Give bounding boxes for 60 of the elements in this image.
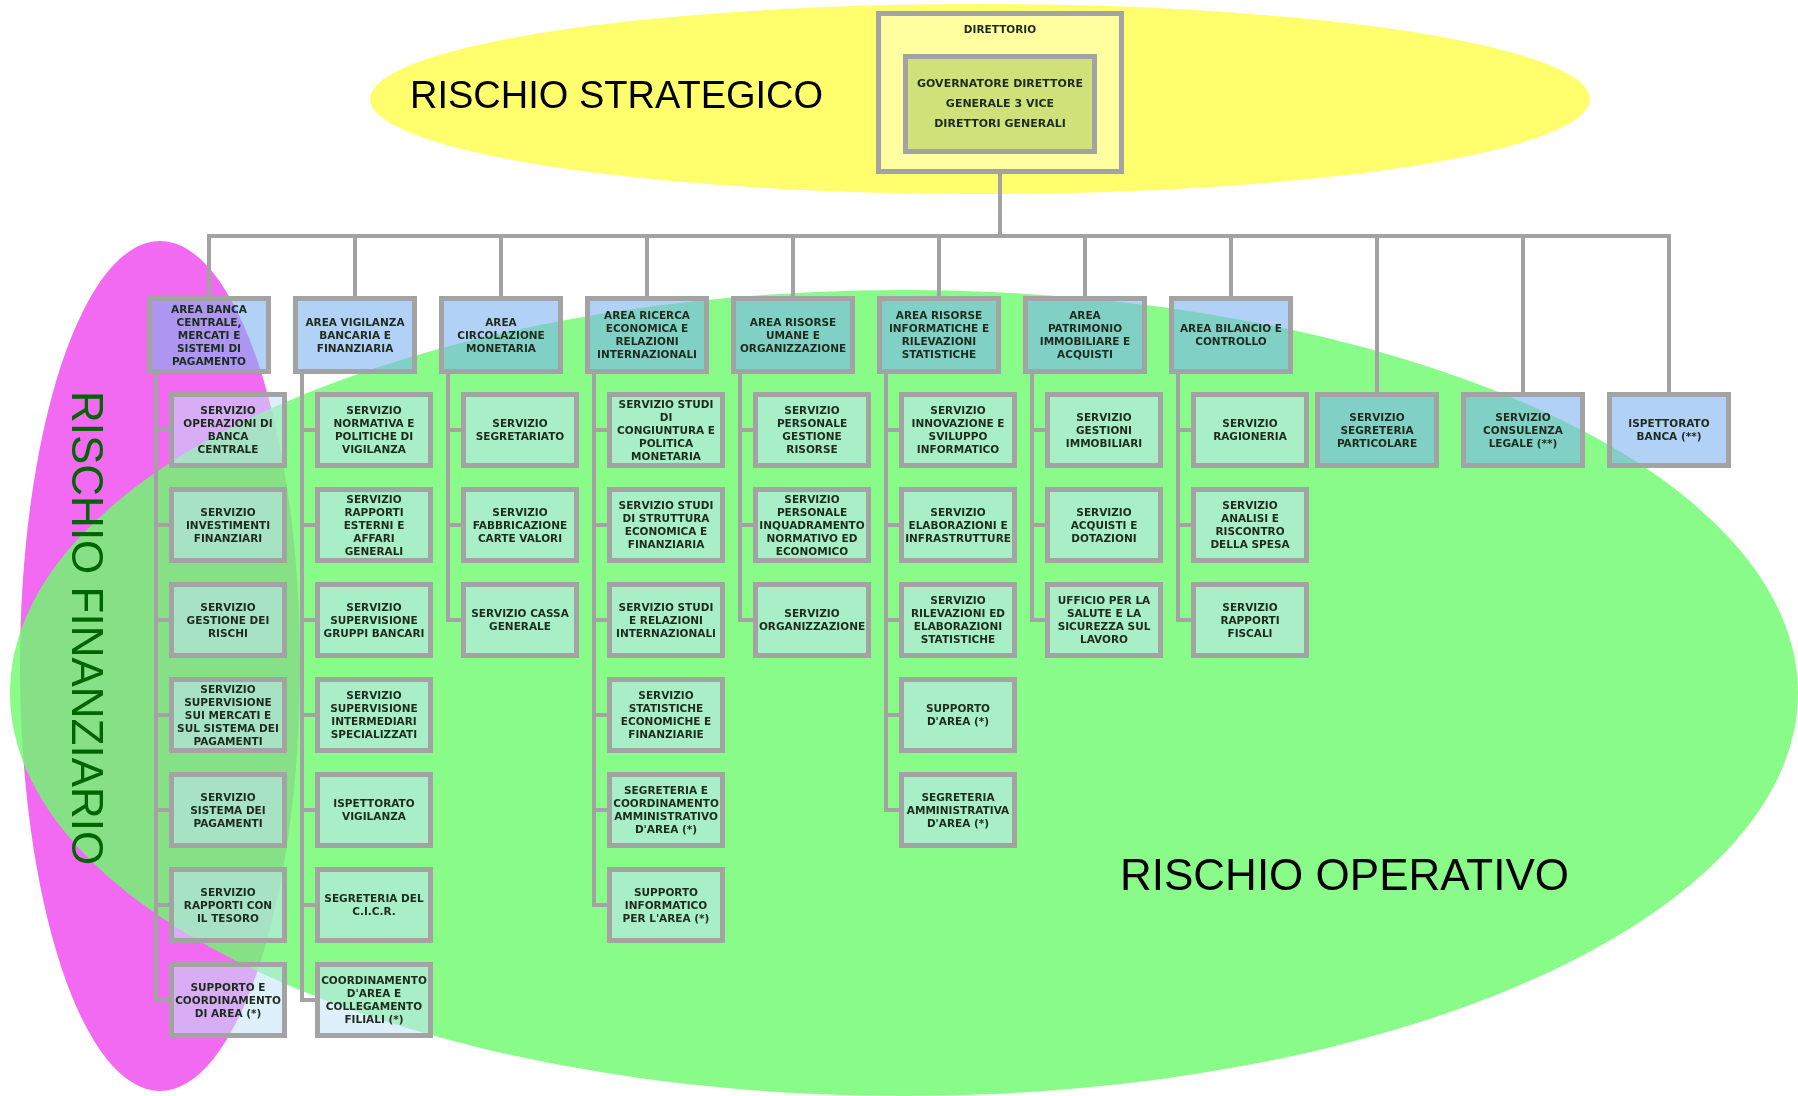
office-box: SERVIZIO ANALISI E RISCONTRO DELLA SPESA [1191,487,1309,563]
office-box: SERVIZIO STATISTICHE ECONOMICHE E FINANZIARIE [607,677,725,753]
leadership-box: GOVERNATORE DIRETTORE GENERALE 3 VICE DIRETTORI GENERALI [903,54,1097,154]
connector-line [1030,374,1045,622]
office-box: SEGRETERIA AMMINISTRATIVA D'AREA (*) [899,772,1017,848]
office-box: SUPPORTO D'AREA (*) [899,677,1017,753]
office-box: SERVIZIO SISTEMA DEI PAGAMENTI [169,772,287,848]
connector-line [446,374,461,622]
office-box: SUPPORTO INFORMATICO PER L'AREA (*) [607,867,725,943]
office-box: SERVIZIO ACQUISTI E DOTAZIONI [1045,487,1163,563]
office-box: SEGRETERIA E COORDINAMENTO AMMINISTRATIVO D'AREA (*) [607,772,725,848]
office-box: SERVIZIO SEGRETARIATO [461,392,579,468]
office-box: SERVIZIO RAPPORTI ESTERNI E AFFARI GENERALI [315,487,433,563]
office-box: COORDINAMENTO D'AREA E COLLEGAMENTO FILIALI (*) [315,962,433,1038]
office-box: SERVIZIO CASSA GENERALE [461,582,579,658]
department-box: AREA PATRIMONIO IMMOBILIARE E ACQUISTI [1023,296,1147,374]
office-box: ISPETTORATO BANCA (**) [1607,392,1731,468]
office-box: ISPETTORATO VIGILANZA [315,772,433,848]
risk-label: RISCHIO FINANZIARIO [62,391,112,866]
office-box: SERVIZIO INNOVAZIONE E SVILUPPO INFORMATICO [899,392,1017,468]
office-box: SERVIZIO PERSONALE GESTIONE RISORSE [753,392,871,468]
office-box: SERVIZIO SUPERVISIONE INTERMEDIARI SPECIALIZZATI [315,677,433,753]
office-box: SERVIZIO SUPERVISIONE GRUPPI BANCARI [315,582,433,658]
connector-line [884,374,899,812]
office-box: SERVIZIO SUPERVISIONE SUI MERCATI E SUL SISTEMA DEI PAGAMENTI [169,677,287,753]
office-box: SERVIZIO RAPPORTI CON IL TESORO [169,867,287,943]
department-box: AREA RICERCA ECONOMICA E RELAZIONI INTERNAZIONALI [585,296,709,374]
office-box: SERVIZIO RAPPORTI FISCALI [1191,582,1309,658]
office-box: SERVIZIO FABBRICAZIONE CARTE VALORI [461,487,579,563]
office-box: SERVIZIO STUDI DI CONGIUNTURA E POLITICA MONETARIA [607,392,725,468]
office-box: SERVIZIO ELABORAZIONI E INFRASTRUTTURE [899,487,1017,563]
office-box: SERVIZIO GESTIONI IMMOBILIARI [1045,392,1163,468]
office-box: SERVIZIO GESTIONE DEI RISCHI [169,582,287,658]
office-box: SERVIZIO CONSULENZA LEGALE (**) [1461,392,1585,468]
connector-line [738,374,753,622]
office-box: SUPPORTO E COORDINAMENTO DI AREA (*) [169,962,287,1038]
office-box: SERVIZIO RAGIONERIA [1191,392,1309,468]
office-box: SERVIZIO STUDI DI STRUTTURA ECONOMICA E FINANZIARIA [607,487,725,563]
office-box: SERVIZIO RILEVAZIONI ED ELABORAZIONI STATISTICHE [899,582,1017,658]
department-box: AREA BANCA CENTRALE, MERCATI E SISTEMI DI PAGAMENTO [147,296,271,374]
office-box: SERVIZIO PERSONALE INQUADRAMENTO NORMATIVO ED ECONOMICO [753,487,871,563]
office-box: SERVIZIO NORMATIVA E POLITICHE DI VIGILANZA [315,392,433,468]
risk-label: RISCHIO OPERATIVO [1120,850,1570,900]
department-box: AREA CIRCOLAZIONE MONETARIA [439,296,563,374]
office-box: SERVIZIO SEGRETERIA PARTICOLARE [1315,392,1439,468]
office-box: SERVIZIO ORGANIZZAZIONE [753,582,871,658]
office-box: SERVIZIO OPERAZIONI DI BANCA CENTRALE [169,392,287,468]
risk-label: RISCHIO STRATEGICO [410,74,824,117]
department-box: AREA VIGILANZA BANCARIA E FINANZIARIA [293,296,417,374]
department-box: AREA RISORSE UMANE E ORGANIZZAZIONE [731,296,855,374]
board-box [876,11,1124,174]
department-box: AREA BILANCIO E CONTROLLO [1169,296,1293,374]
office-box: SEGRETERIA DEL C.I.C.R. [315,867,433,943]
department-box: AREA RISORSE INFORMATICHE E RILEVAZIONI STATISTICHE [877,296,1001,374]
office-box: SERVIZIO INVESTIMENTI FINANZIARI [169,487,287,563]
office-box: SERVIZIO STUDI E RELAZIONI INTERNAZIONALI [607,582,725,658]
office-box: UFFICIO PER LA SALUTE E LA SICUREZZA SUL LAVORO [1045,582,1163,658]
box-heading: DIRETTORIO [963,23,1037,36]
connector-line [592,374,607,907]
connector-line [1176,374,1191,622]
